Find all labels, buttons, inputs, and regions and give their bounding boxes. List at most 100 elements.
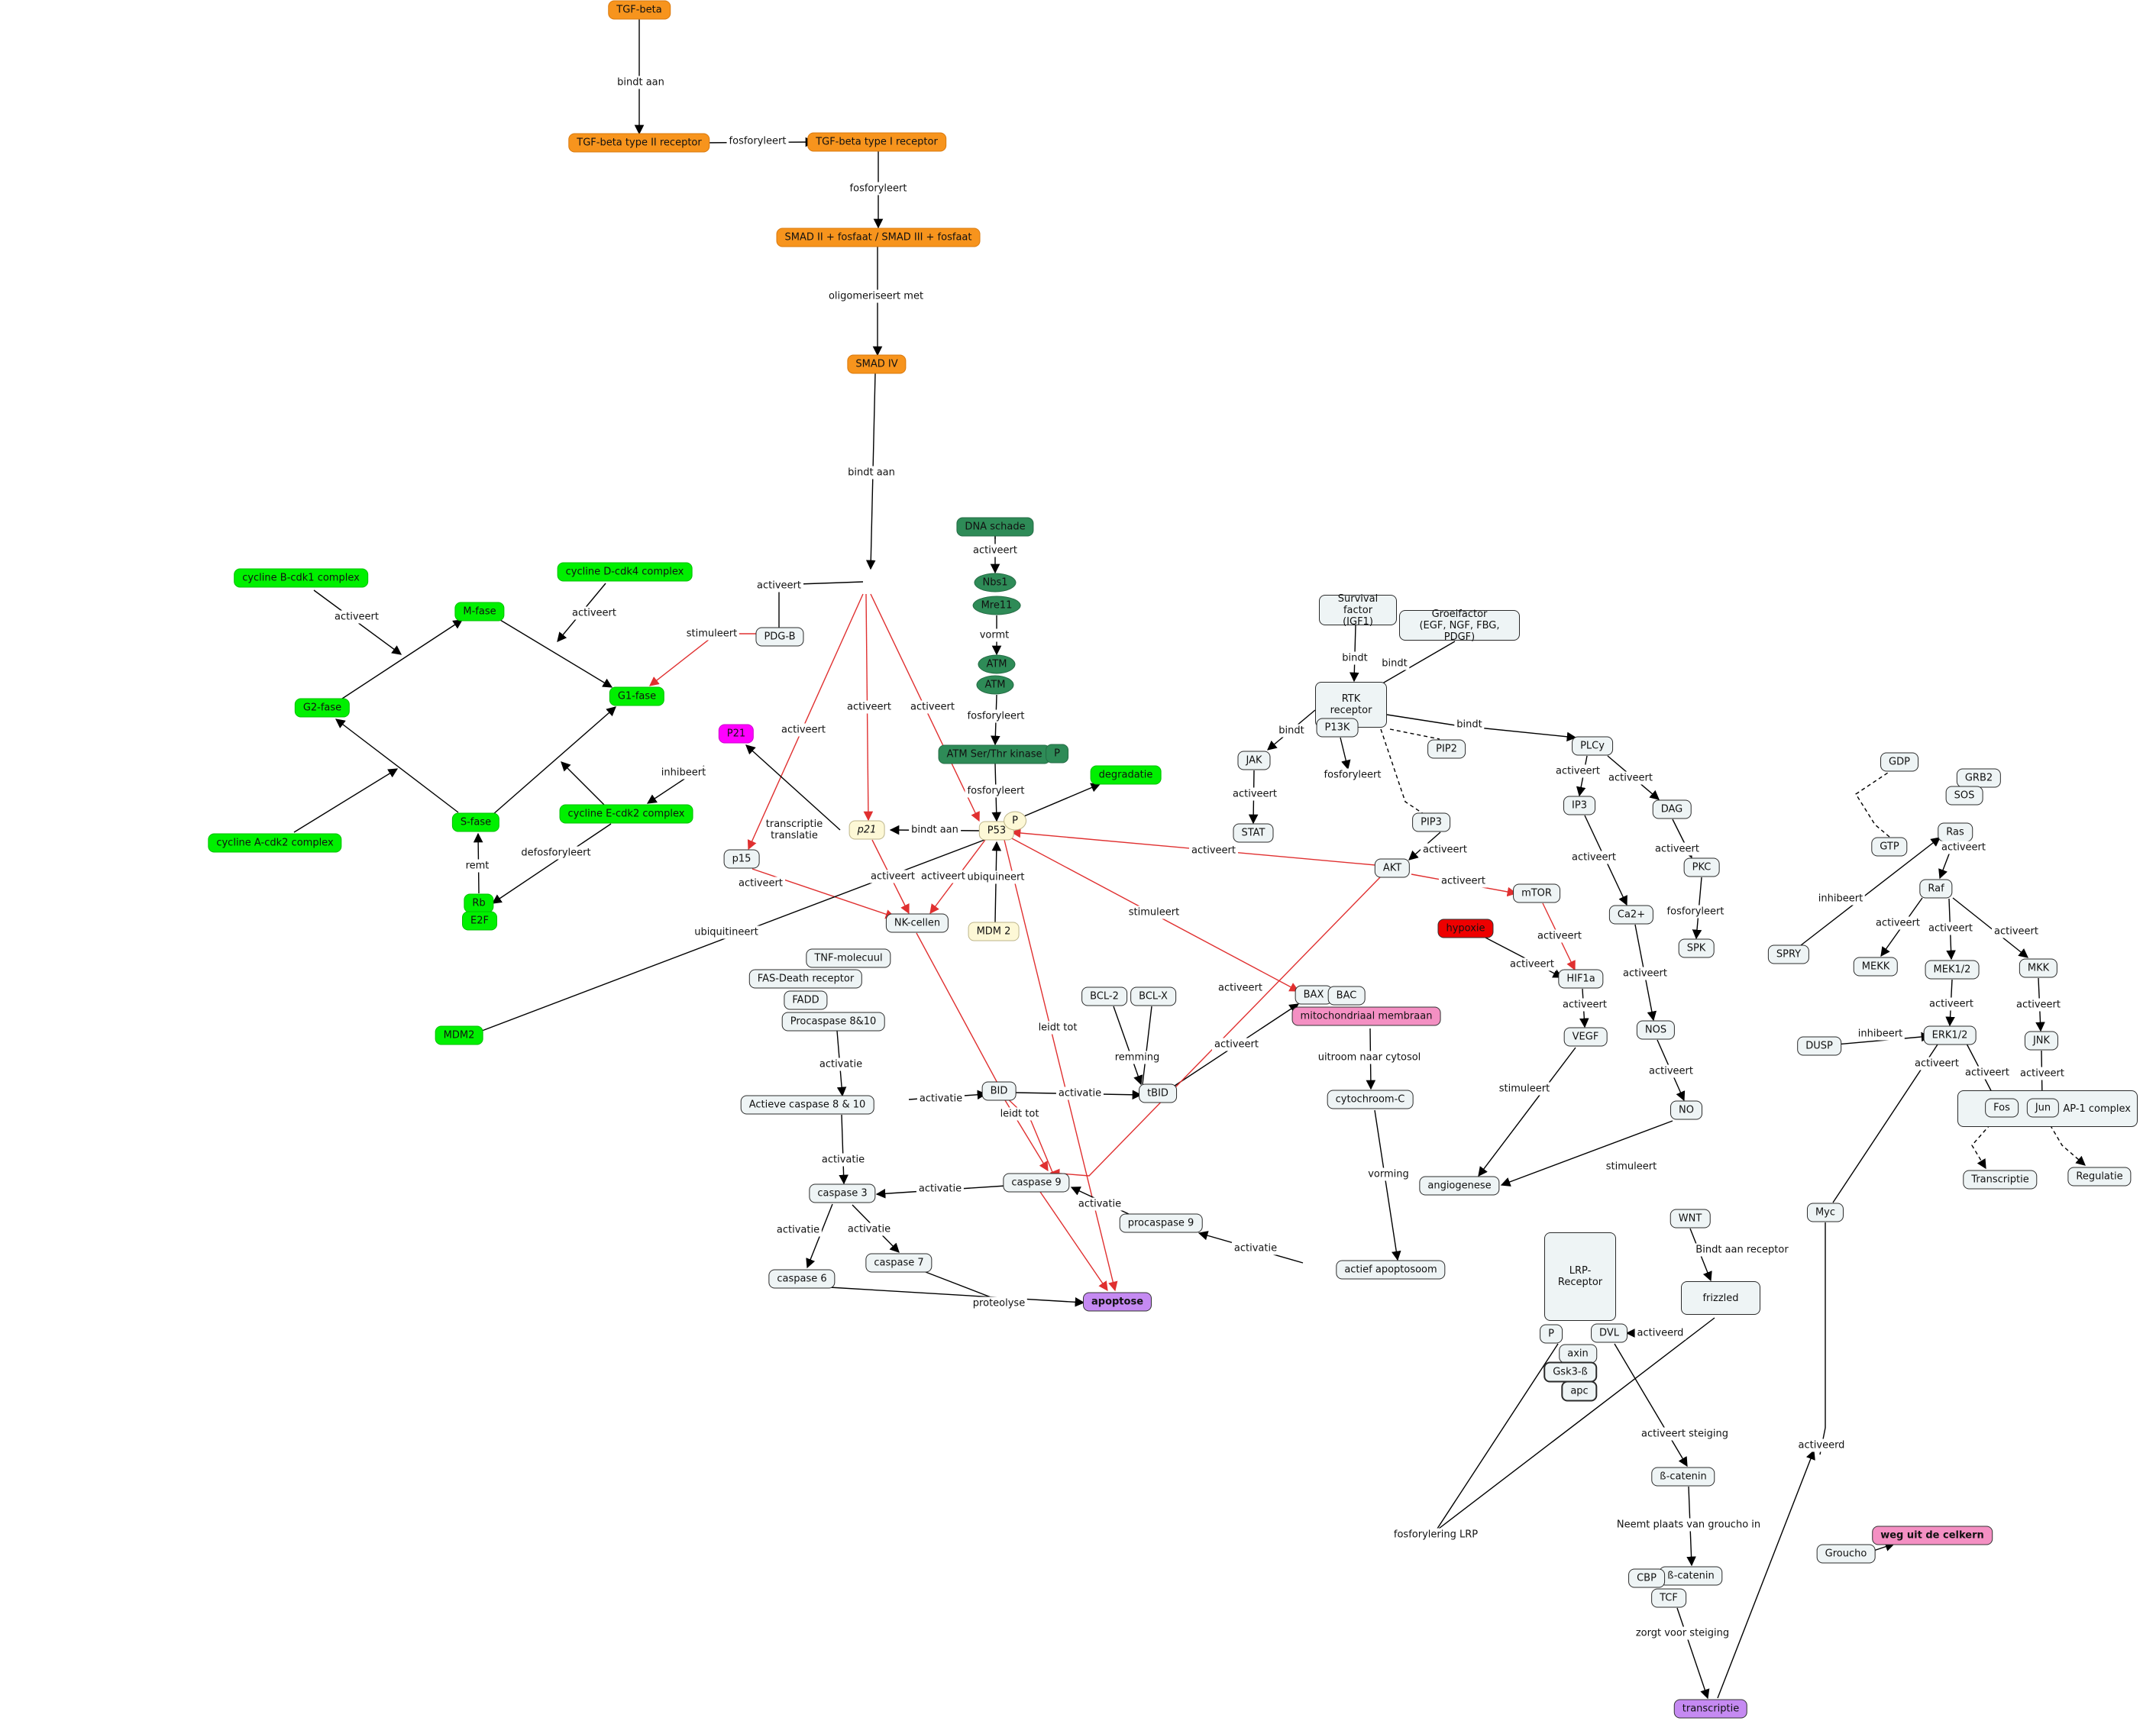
node-vegf: VEGF bbox=[1563, 1027, 1608, 1047]
edge-18 bbox=[649, 633, 761, 686]
edge-label-l82: activeerd bbox=[1796, 1438, 1847, 1452]
edge-label-l17: activeert bbox=[736, 877, 785, 890]
edge-label-l3: fosforyleert bbox=[847, 182, 910, 195]
edge-label-l73: activeert bbox=[2014, 998, 2063, 1012]
node-mre11: Mre11 bbox=[972, 596, 1021, 615]
node-g1fase: G1-fase bbox=[609, 686, 665, 706]
edge-52 bbox=[1374, 1109, 1401, 1261]
edge-label-l14: transcriptie translatie bbox=[763, 818, 826, 842]
node-mito: mitochondriaal membraan bbox=[1291, 1006, 1441, 1026]
edge-47 bbox=[916, 932, 1055, 1177]
edge-label-l42: uitroom naar cytosol bbox=[1315, 1051, 1424, 1064]
node-hif1a: HIF1a bbox=[1558, 969, 1604, 989]
edge-81 bbox=[1500, 1120, 1673, 1187]
edge-label-l16: stimuleert bbox=[684, 627, 740, 641]
node-plcy: PLCy bbox=[1572, 736, 1613, 756]
edge-73 bbox=[1478, 1047, 1576, 1177]
node-cd4: cycline D-cdk4 complex bbox=[557, 562, 693, 582]
node-atmp: P bbox=[1046, 744, 1068, 764]
node-g2fase: G2-fase bbox=[294, 698, 351, 718]
node-ip3: IP3 bbox=[1563, 796, 1595, 815]
edge-label-l33: activatie bbox=[774, 1223, 823, 1237]
edge-61 bbox=[1378, 641, 1456, 686]
node-spry: SPRY bbox=[1767, 944, 1810, 964]
edge-38 bbox=[491, 823, 612, 904]
node-cas6: caspase 6 bbox=[768, 1269, 836, 1289]
edge-label-l38: remming bbox=[1112, 1051, 1162, 1064]
node-atm1: ATM bbox=[978, 654, 1016, 674]
edge-89 bbox=[1835, 1032, 1931, 1045]
node-surv: Survival factor (IGF1) bbox=[1319, 593, 1397, 628]
node-cas9: caspase 9 bbox=[1003, 1173, 1070, 1193]
node-akt: AKT bbox=[1374, 858, 1411, 878]
node-apoptose: apoptose bbox=[1082, 1292, 1152, 1312]
node-fos: Fos bbox=[1985, 1098, 2019, 1118]
node-cas3: caspase 3 bbox=[809, 1183, 876, 1203]
edge-label-l63: activeert bbox=[1621, 967, 1670, 980]
edge-34 bbox=[335, 718, 459, 813]
edge-17 bbox=[745, 744, 841, 831]
edge-label-l5: bindt aan bbox=[845, 466, 897, 479]
node-hypoxie: hypoxie bbox=[1437, 919, 1494, 938]
edge-label-l77: Bindt aan receptor bbox=[1693, 1243, 1791, 1257]
edge-label-l30: activatie bbox=[819, 1153, 868, 1167]
edge-label-l78: activeerd bbox=[1634, 1326, 1686, 1340]
node-fadd: FADD bbox=[784, 990, 828, 1010]
edge-label-l36: leidt tot bbox=[1036, 1021, 1080, 1035]
edge-label-l76: activeert bbox=[2018, 1067, 2067, 1080]
edge-label-l40: stimuleert bbox=[1126, 906, 1182, 919]
edge-48 bbox=[1039, 1191, 1108, 1292]
edge-67 bbox=[1380, 728, 1424, 815]
node-p15: p15 bbox=[723, 849, 760, 869]
edge-83 bbox=[1800, 837, 1941, 946]
edge-label-l79: activeert steiging bbox=[1639, 1427, 1731, 1441]
edge-label-l20: ubiquineert bbox=[965, 870, 1027, 884]
edge-label-l74: activeert bbox=[1912, 1057, 1961, 1070]
edge-label-l19: activeert bbox=[919, 870, 968, 883]
edge-label-l15: inhibeert bbox=[658, 766, 709, 780]
edge-label-l25: remt bbox=[463, 859, 492, 873]
edge-label-l44: proteolyse bbox=[970, 1296, 1028, 1310]
edge-102 bbox=[1717, 1449, 1815, 1699]
node-frizz: frizzled bbox=[1681, 1281, 1760, 1315]
edge-56 bbox=[1113, 1006, 1143, 1086]
edge-label-l7: activeert bbox=[779, 723, 828, 737]
edge-label-l35: activatie bbox=[1231, 1242, 1280, 1255]
edge-label-l22: activeert bbox=[971, 544, 1020, 557]
edge-54 bbox=[829, 1287, 1085, 1307]
edge-label-l6: activeert bbox=[755, 579, 803, 593]
node-ras: Ras bbox=[1938, 822, 1973, 842]
edge-label-l58: activeert bbox=[1553, 764, 1602, 778]
node-p53: P53 bbox=[978, 821, 1015, 841]
node-erk12: ERK1/2 bbox=[1923, 1025, 1977, 1045]
node-sfase: S-fase bbox=[451, 812, 500, 832]
edge-label-l81: zorgt voor steiging bbox=[1633, 1626, 1732, 1640]
edge-label-l41: activeert bbox=[1216, 981, 1265, 995]
node-atmk: ATM Ser/Thr kinase bbox=[938, 744, 1051, 764]
edge-64 bbox=[1340, 737, 1351, 770]
node-cytc: cytochroom-C bbox=[1327, 1090, 1414, 1109]
node-mtor: mTOR bbox=[1513, 883, 1560, 903]
node-lrpp: P bbox=[1540, 1324, 1563, 1344]
edge-label-l57: stimuleert bbox=[1496, 1082, 1553, 1096]
edge-8 bbox=[747, 593, 864, 851]
edge-label-l75: activeert bbox=[1963, 1066, 2012, 1080]
node-nos: NOS bbox=[1636, 1020, 1676, 1040]
node-smad23: SMAD II + fosfaat / SMAD III + fosfaat bbox=[776, 228, 981, 247]
node-mkk: MKK bbox=[2019, 958, 2058, 978]
node-apopsome: actief apoptosoom bbox=[1336, 1260, 1446, 1280]
edge-label-l13: bindt aan bbox=[909, 823, 961, 837]
node-transcr: Transcriptie bbox=[1963, 1170, 2038, 1190]
node-transcriptie: transcriptie bbox=[1673, 1699, 1748, 1719]
edge-label-l47: bindt bbox=[1276, 724, 1307, 738]
node-p21: p21 bbox=[849, 820, 885, 840]
node-pkc: PKC bbox=[1683, 857, 1720, 877]
edge-label-l29: activatie bbox=[1055, 1087, 1104, 1100]
edge-label-l51: activeert bbox=[1421, 843, 1469, 857]
node-dusp: DUSP bbox=[1797, 1036, 1841, 1056]
node-act810: Actieve caspase 8 & 10 bbox=[740, 1095, 874, 1115]
edge-label-l43: vorming bbox=[1366, 1167, 1411, 1181]
node-jnk: JNK bbox=[2024, 1031, 2059, 1051]
edge-label-l9: activeert bbox=[908, 700, 957, 714]
